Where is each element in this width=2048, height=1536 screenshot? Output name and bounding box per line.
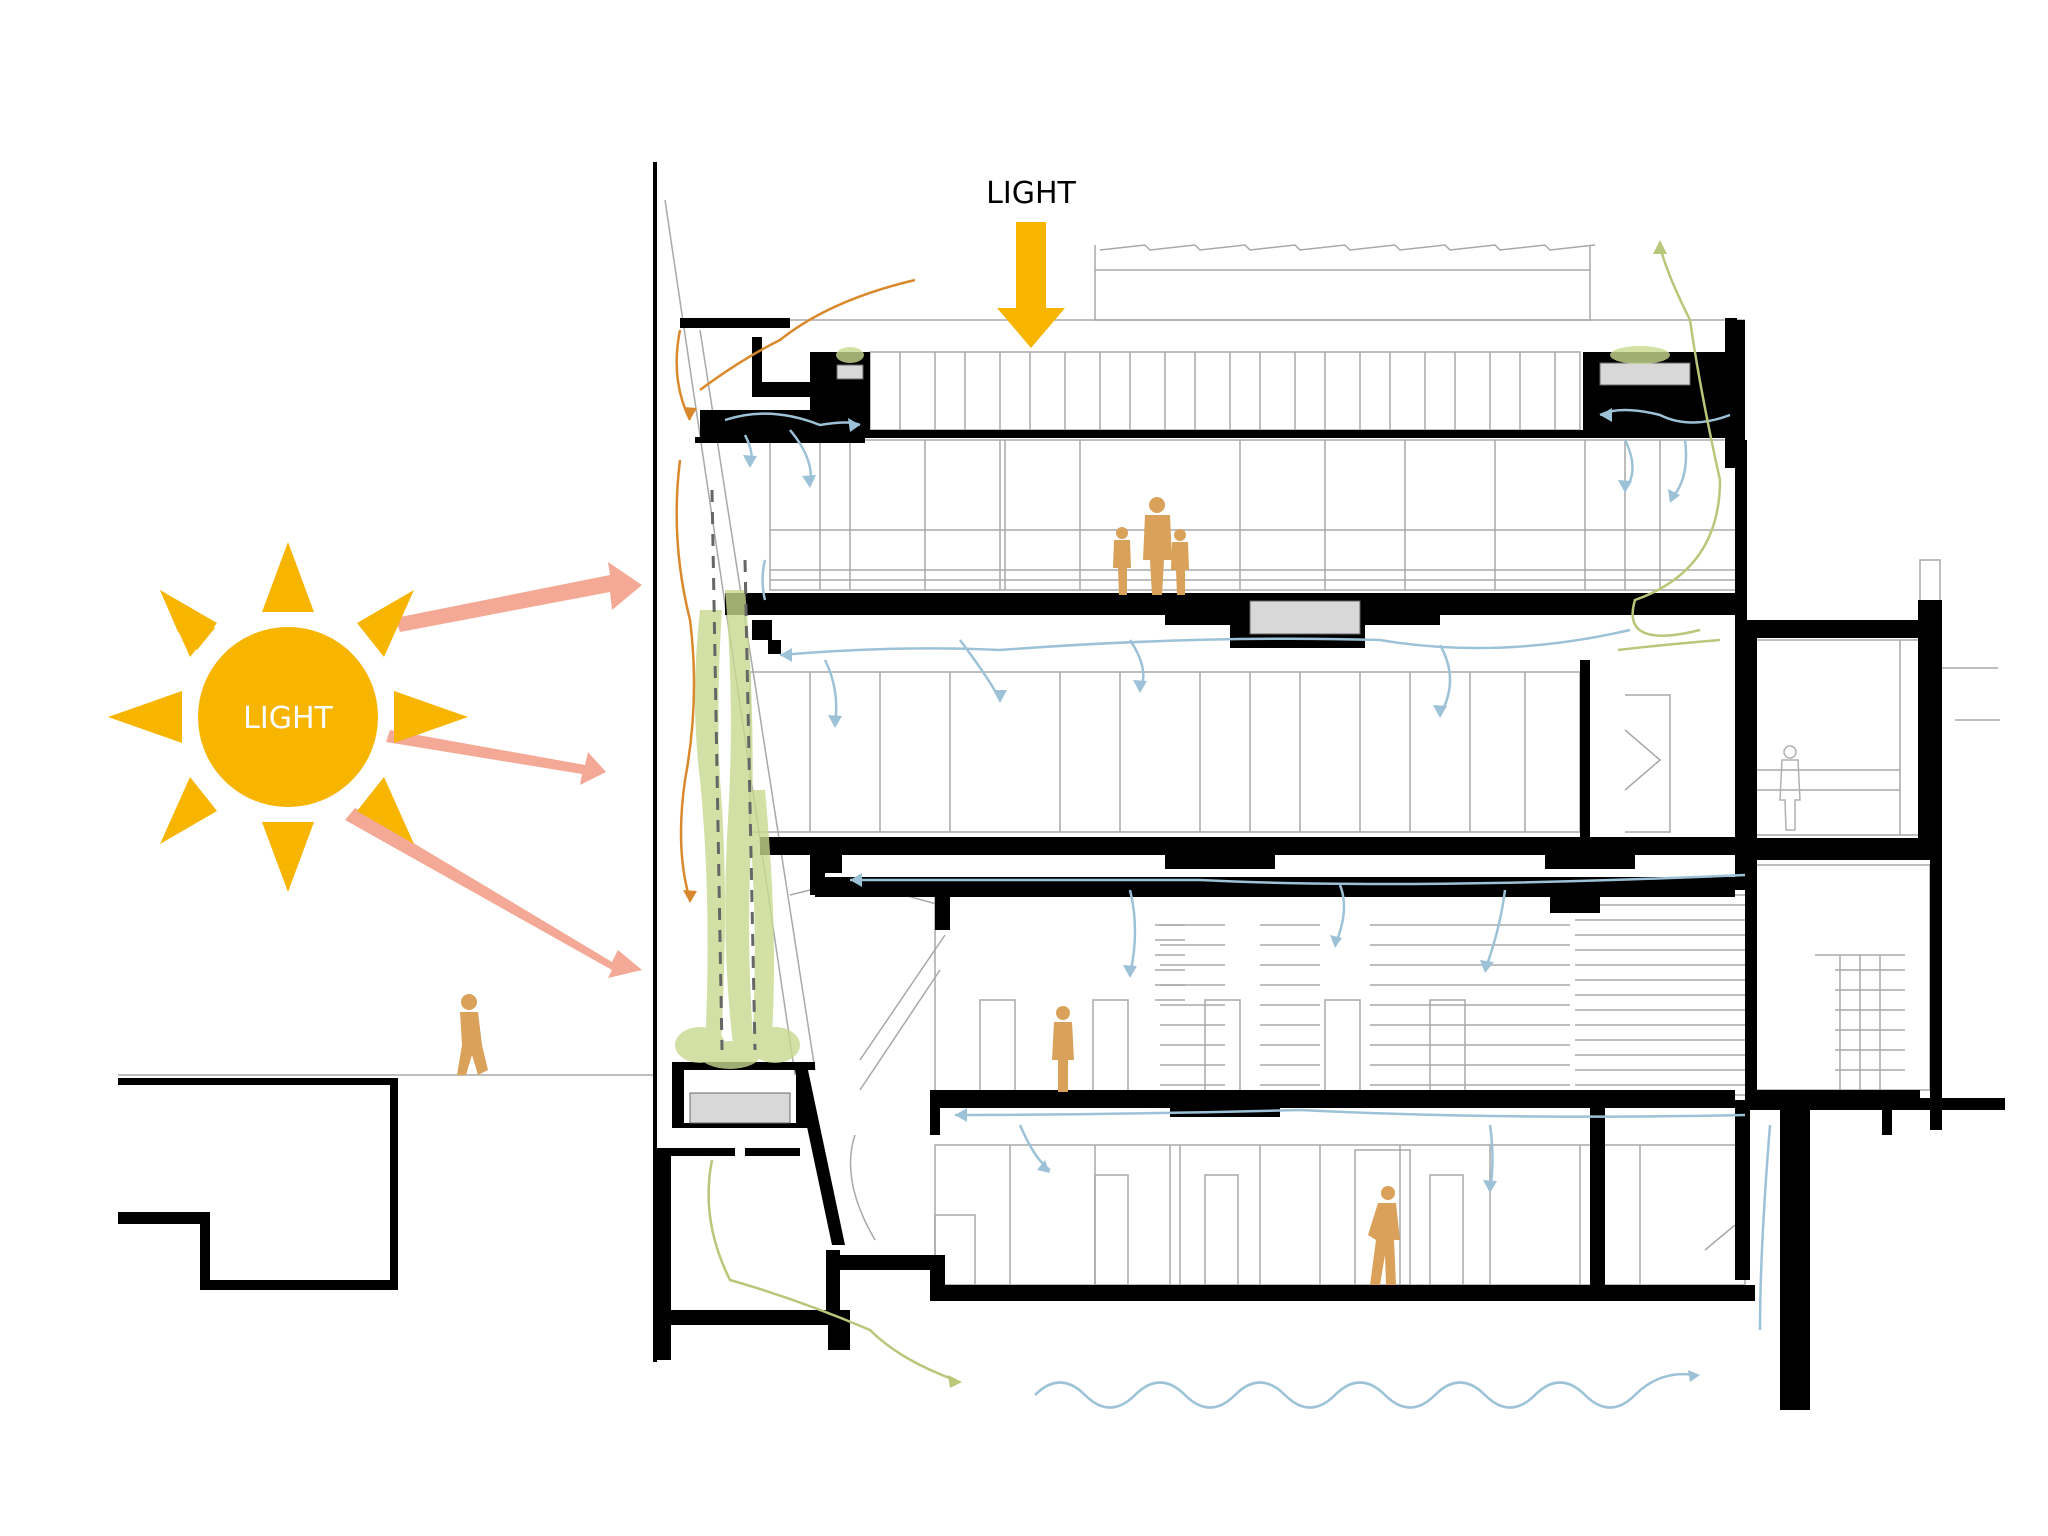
light-beams (345, 562, 642, 978)
atrium-vegetation-dashes (710, 489, 757, 1051)
person-icon-outline (1779, 745, 1801, 831)
building-structure (118, 162, 2005, 1410)
fresh-airflow-arrowheads (948, 240, 1667, 1388)
sun-light-label: LIGHT (243, 701, 333, 736)
top-light-arrow (997, 222, 1065, 348)
sun-disc (198, 627, 378, 807)
person-icon (457, 497, 1400, 1285)
warm-airflow-arrowheads (683, 407, 697, 903)
fresh-airflow-lines (707, 244, 1722, 1382)
cool-airflow-arrowheads (743, 408, 1700, 1382)
atrium-vegetation (675, 346, 1670, 1069)
top-light-label: LIGHT (986, 176, 1076, 211)
roof-planter-hatch (689, 362, 1691, 1124)
sun-icon (108, 542, 468, 892)
